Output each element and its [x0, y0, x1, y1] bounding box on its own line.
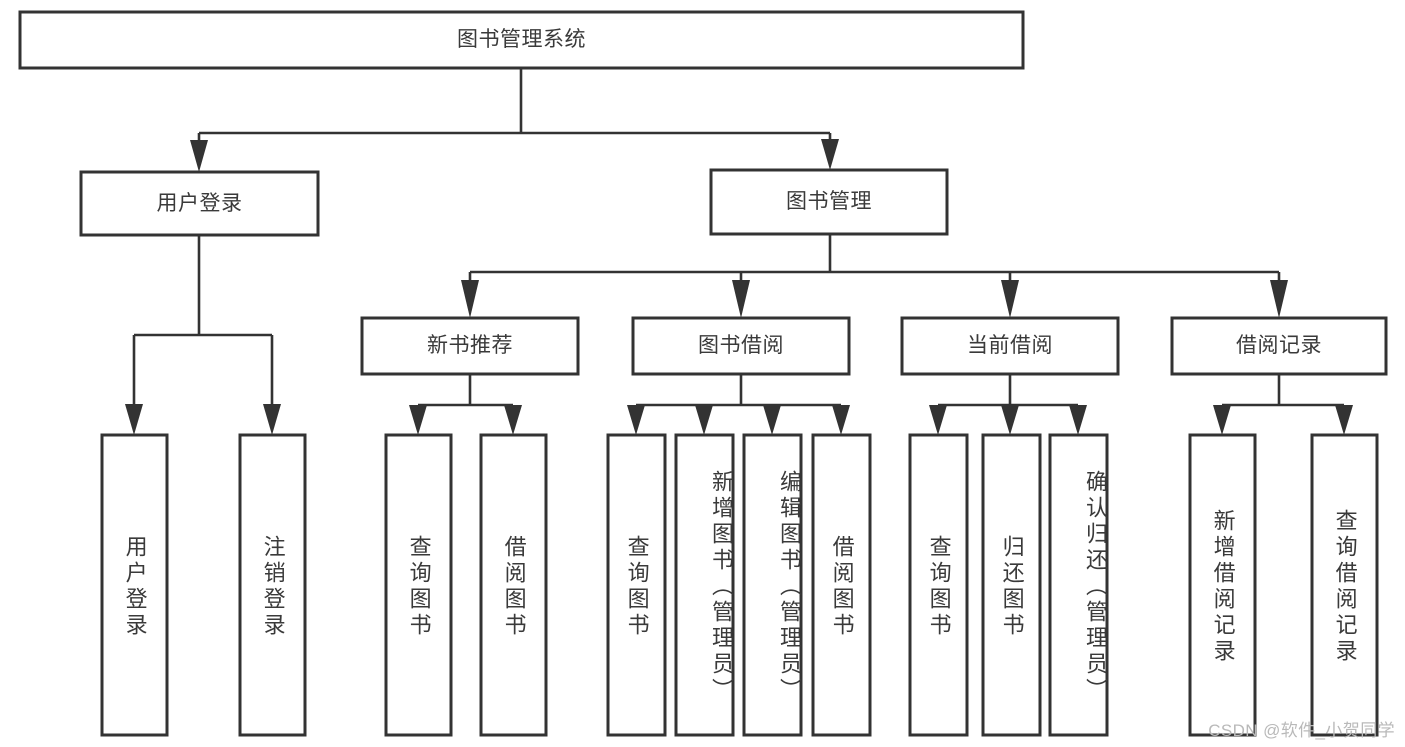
node-box-new-book-recommend[interactable] [360, 316, 580, 376]
node-box-leaf-edit-book-admin[interactable] [742, 433, 803, 737]
arrow-to-leaf-query-book-cur [929, 405, 947, 435]
connector-borrowrecord-to-leaves [1213, 374, 1353, 435]
node-box-leaf-query-book-rec[interactable] [384, 433, 453, 737]
node-box-leaf-query-book-bor[interactable] [606, 433, 667, 737]
node-box-current-borrow[interactable] [900, 316, 1120, 376]
arrow-to-leaf-confirm-return-admin [1069, 405, 1087, 435]
connector-currentborrow-to-leaves [929, 374, 1087, 435]
arrow-to-leaf-query-book-rec [409, 405, 427, 435]
csdn-watermark: CSDN @软件_小贺同学 [1208, 721, 1395, 740]
arrow-to-leaf-query-book-bor [627, 405, 645, 435]
arrow-to-leaf-add-borrow-record [1213, 405, 1231, 435]
node-box-root[interactable] [18, 10, 1025, 70]
arrow-to-current-borrow [1001, 280, 1019, 318]
arrow-to-leaf-query-borrow-record [1335, 405, 1353, 435]
node-box-borrow-record[interactable] [1170, 316, 1388, 376]
node-box-leaf-add-book-admin[interactable] [674, 433, 735, 737]
node-box-book-manage[interactable] [709, 168, 949, 236]
arrow-to-new-book-recommend [461, 280, 479, 318]
node-box-leaf-user-login[interactable] [100, 433, 169, 737]
node-box-leaf-borrow-book-rec[interactable] [479, 433, 548, 737]
connector-root-to-level1 [190, 68, 839, 172]
arrow-to-leaf-borrow-book-bor [832, 405, 850, 435]
node-box-leaf-add-borrow-record[interactable] [1188, 433, 1257, 737]
node-box-leaf-return-book[interactable] [981, 433, 1042, 737]
arrow-to-leaf-edit-book-admin [763, 405, 781, 435]
connector-bookmanage-to-level2 [461, 234, 1288, 318]
node-box-leaf-user-logout[interactable] [238, 433, 307, 737]
arrow-to-book-manage [821, 139, 839, 170]
arrow-to-leaf-add-book-admin [695, 405, 713, 435]
arrow-to-leaf-return-book [1001, 405, 1019, 435]
node-box-leaf-query-borrow-record[interactable] [1310, 433, 1379, 737]
arrow-to-leaf-borrow-book-rec [504, 405, 522, 435]
arrow-to-leaf-user-login [125, 404, 143, 435]
node-box-leaf-confirm-return-admin[interactable] [1048, 433, 1109, 737]
node-box-user-login[interactable] [79, 170, 320, 237]
connector-userlogin-to-leaves [125, 235, 281, 435]
arrow-to-book-borrow [732, 280, 750, 318]
arrow-to-leaf-user-logout [263, 404, 281, 435]
node-box-book-borrow[interactable] [631, 316, 851, 376]
arrow-to-borrow-record [1270, 280, 1288, 318]
arrow-to-user-login [190, 140, 208, 172]
node-box-leaf-borrow-book-bor[interactable] [811, 433, 872, 737]
connector-newbook-to-leaves [409, 374, 522, 435]
node-box-leaf-query-book-cur[interactable] [908, 433, 969, 737]
connector-bookborrow-to-leaves [627, 374, 850, 435]
